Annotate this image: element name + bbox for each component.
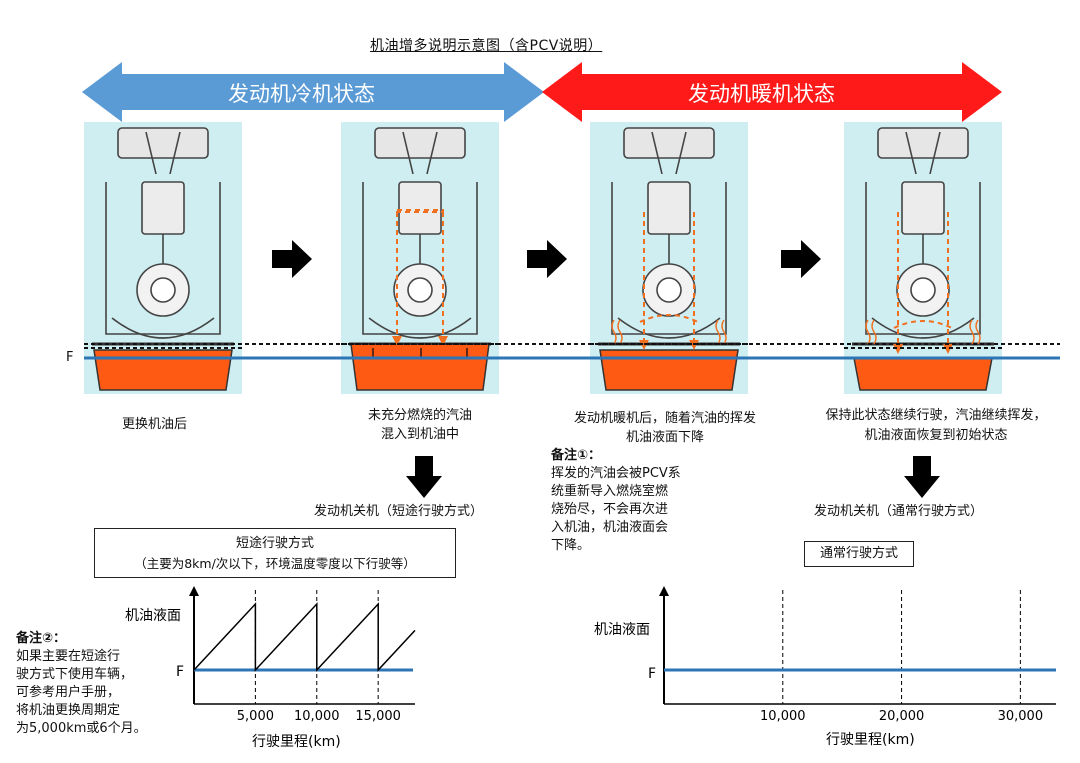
x-tick-label: 15,000 <box>355 709 401 724</box>
cold-state-arrow <box>82 62 544 122</box>
down-arrow-short <box>406 456 442 498</box>
note-2-line: 如果主要在短途行 <box>16 649 121 664</box>
x-axis-label: 行驶里程(km) <box>826 732 915 748</box>
step-3-caption-line-2: 机油液面下降 <box>625 430 704 445</box>
f-level-marker: F <box>66 350 74 365</box>
note-1-line: 挥发的汽油会被PCV系 <box>551 466 681 481</box>
step-2-caption-line-2: 混入到机油中 <box>380 427 459 442</box>
x-axis-label: 行驶里程(km) <box>252 734 341 750</box>
y-axis-label: 机油液面 <box>594 622 650 638</box>
normal-trip-box: 通常行驶方式 <box>804 541 914 567</box>
y-axis-arrowhead <box>189 586 199 596</box>
note-2: 备注②： 如果主要在短途行 驶方式下使用车辆， 可参考用户手册， 将机油更换周期… <box>16 630 147 738</box>
warm-state-label: 发动机暖机状态 <box>688 82 835 106</box>
x-tick-label: 5,000 <box>237 709 274 724</box>
normal-trip-chart: 机油液面 F 10,000 20,000 30,000 行驶里程(km) <box>594 586 1056 748</box>
engine-panel-3 <box>590 122 748 394</box>
step-arrow-1 <box>272 240 312 278</box>
step-2-caption-line-1: 未充分燃烧的汽油 <box>367 408 472 423</box>
short-trip-title: 短途行驶方式 <box>235 536 314 551</box>
engine-panel-2 <box>341 122 499 394</box>
x-tick-label: 10,000 <box>294 709 340 724</box>
f-axis-marker: F <box>176 664 184 680</box>
short-trip-box: 短途行驶方式 （主要为8km/次以下，环境温度零度以下行驶等） <box>94 528 456 578</box>
step-4-caption-line-1: 保持此状态继续行驶，汽油继续挥发， <box>825 408 1047 423</box>
engine-panel-1 <box>84 122 242 394</box>
note-1-line: 入机油，机油液面会 <box>551 520 669 535</box>
note-2-line: 将机油更换周期定 <box>16 703 121 718</box>
note-1-line: 统重新导入燃烧室燃 <box>551 484 669 499</box>
normal-trip-title: 通常行驶方式 <box>819 546 898 561</box>
down-arrow-normal <box>904 456 940 498</box>
short-trip-chart: 机油液面 F 5,000 10,000 15,000 行驶里程(km) <box>125 586 416 750</box>
note-2-heading: 备注②： <box>16 631 67 646</box>
note-1-line: 烧殆尽，不会再次进 <box>551 502 669 517</box>
cold-state-label: 发动机冷机状态 <box>228 82 375 106</box>
engine-off-normal-label: 发动机关机（通常行驶方式） <box>814 504 984 519</box>
y-axis-arrowhead <box>659 586 669 596</box>
x-tick-label: 30,000 <box>998 709 1044 724</box>
y-axis-label: 机油液面 <box>125 608 181 624</box>
diagram-title: 机油增多说明示意图（含PCV说明） <box>370 38 603 54</box>
oil-level-series <box>193 602 416 672</box>
step-3-caption-line-1: 发动机暖机后，随着汽油的挥发 <box>573 411 756 426</box>
note-1: 备注①： 挥发的汽油会被PCV系 统重新导入燃烧室燃 烧殆尽，不会再次进 入机油… <box>551 447 681 555</box>
x-tick-label: 10,000 <box>760 709 806 724</box>
note-2-line: 驶方式下使用车辆， <box>16 667 134 682</box>
x-tick-label: 20,000 <box>879 709 925 724</box>
note-1-heading: 备注①： <box>551 448 602 463</box>
engine-off-short-label: 发动机关机（短途行驶方式） <box>314 504 484 519</box>
step-arrow-2 <box>527 240 567 278</box>
warm-state-arrow <box>542 62 1002 122</box>
short-trip-subtitle: （主要为8km/次以下，环境温度零度以下行驶等） <box>134 556 416 571</box>
level-reference-lines <box>84 343 1060 360</box>
note-2-line: 可参考用户手册， <box>16 685 121 700</box>
note-2-line: 为5,000km或6个月。 <box>16 721 147 736</box>
engine-panel-4 <box>844 122 1002 394</box>
note-1-line: 下降。 <box>551 538 591 553</box>
step-4-caption-line-2: 机油液面恢复到初始状态 <box>864 428 1008 443</box>
state-banner <box>82 62 1002 122</box>
step-1-caption: 更换机油后 <box>122 417 188 432</box>
f-axis-marker: F <box>648 666 656 682</box>
step-arrow-3 <box>781 240 821 278</box>
